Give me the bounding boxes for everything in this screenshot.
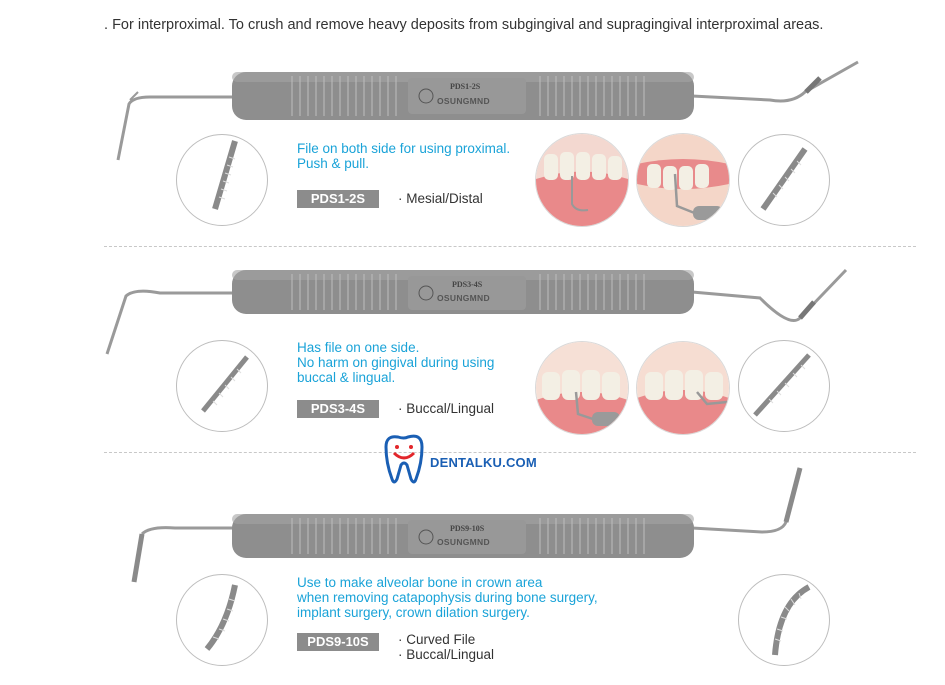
handle-code: PDS1-2S xyxy=(450,82,481,91)
teeth-illustration xyxy=(536,342,628,434)
file-tip-detail-left xyxy=(176,574,268,666)
handle-code: PDS3-4S xyxy=(452,280,483,289)
instrument-section-2: PDS3-4S OSUNGMND Has file on one side. N… xyxy=(0,248,945,448)
section-divider xyxy=(104,246,916,247)
clinical-photo-1 xyxy=(535,133,629,227)
file-tip-detail-right xyxy=(738,134,830,226)
file-tip-detail-right xyxy=(738,574,830,666)
file-tip-icon xyxy=(753,353,811,417)
file-tip-icon xyxy=(212,140,238,210)
clinical-photo-2 xyxy=(636,133,730,227)
file-tip-icon xyxy=(204,584,238,651)
watermark-text: DENTALKU.COM xyxy=(430,455,537,470)
model-badge: PDS1-2S xyxy=(297,190,379,208)
usage-list: · Curved File · Buccal/Lingual xyxy=(398,632,495,662)
dental-instrument-icon xyxy=(105,268,848,355)
file-tip-detail-left xyxy=(176,134,268,226)
instrument-section-3: PDS9-10S OSUNGMND Use to make alveolar b… xyxy=(0,456,945,685)
clinical-photo-1 xyxy=(535,341,629,435)
section-divider xyxy=(104,452,916,453)
watermark-logo: DENTALKU.COM xyxy=(378,433,548,493)
bullet: . xyxy=(104,17,113,33)
usage-list: · Mesial/Distal xyxy=(398,191,483,206)
model-badge: PDS9-10S xyxy=(297,633,379,651)
description: Use to make alveolar bone in crown area … xyxy=(297,575,598,620)
teeth-illustration xyxy=(536,134,628,226)
description: Has file on one side. No harm on gingiva… xyxy=(297,340,495,385)
tooth-logo-icon xyxy=(384,434,424,484)
handle-code: PDS9-10S xyxy=(450,524,485,533)
model-badge: PDS3-4S xyxy=(297,400,379,418)
dental-instrument-icon xyxy=(131,467,803,583)
clinical-photo-2 xyxy=(636,341,730,435)
file-tip-detail-left xyxy=(176,340,268,432)
instrument-section-1: PDS1-2S OSUNGMND File on both side for u… xyxy=(0,0,945,245)
handle-brand: OSUNGMND xyxy=(437,96,490,106)
teeth-illustration xyxy=(637,342,729,434)
usage-list: · Buccal/Lingual xyxy=(398,401,495,416)
dental-instrument-icon xyxy=(116,60,859,161)
file-tip-detail-right xyxy=(738,340,830,432)
handle-brand: OSUNGMND xyxy=(437,293,490,303)
file-tip-icon xyxy=(760,147,808,211)
handle-brand: OSUNGMND xyxy=(437,537,490,547)
description: File on both side for using proximal. Pu… xyxy=(297,141,511,171)
teeth-illustration xyxy=(637,134,729,226)
file-tip-icon xyxy=(772,584,811,656)
intro-text: . For interproximal. To crush and remove… xyxy=(104,17,824,33)
file-tip-icon xyxy=(201,355,249,413)
